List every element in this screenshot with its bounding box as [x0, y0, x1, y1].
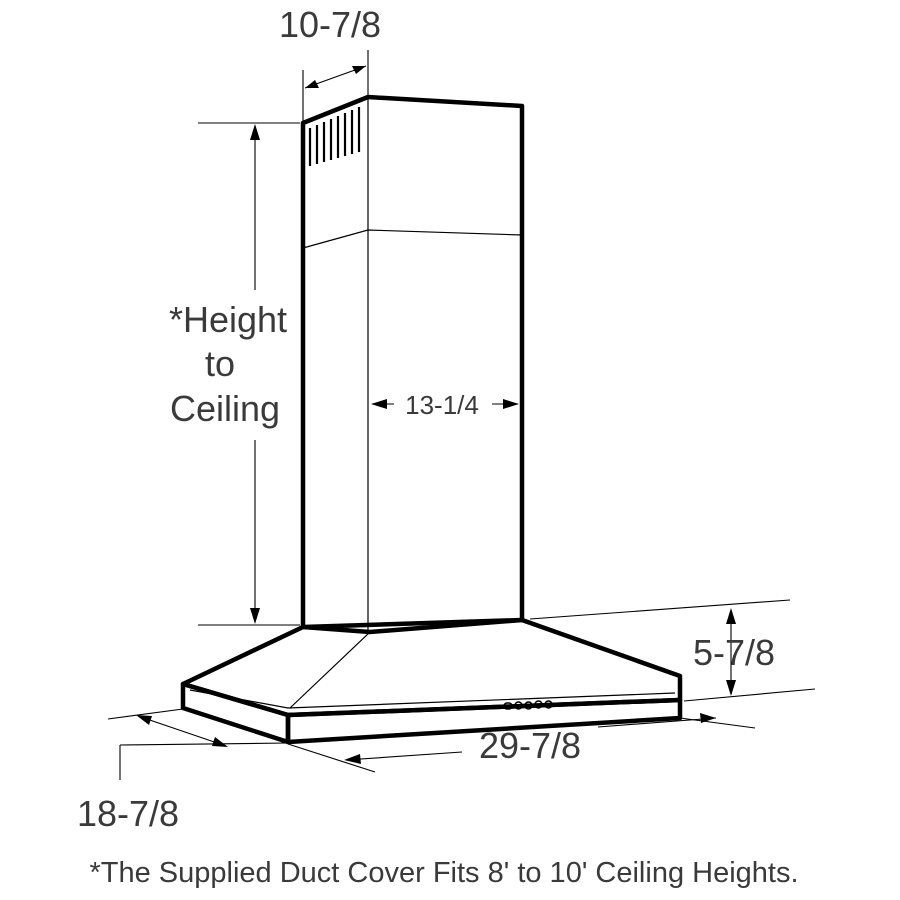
duct-width-label: 13-1/4 [405, 390, 479, 420]
hood-height-label: 5-7/8 [693, 632, 775, 673]
hood-width-dimension [287, 713, 756, 773]
canopy-ridge-left [289, 631, 371, 709]
duct-depth-label: 10-7/8 [279, 4, 381, 45]
duct-cover [300, 94, 525, 635]
height-to-ceiling-label-line3: Ceiling [170, 388, 280, 429]
height-to-ceiling-label-line2: to [205, 343, 235, 384]
hood-canopy [180, 617, 683, 745]
hood-depth-dimension [107, 708, 289, 780]
duct-cover-outline [300, 94, 525, 635]
control-buttons [503, 700, 553, 710]
hood-depth-label: 18-7/8 [77, 793, 179, 834]
duct-depth-dimension [302, 50, 369, 123]
canopy-ridge-top [369, 619, 523, 633]
canopy-inner-edge [189, 689, 676, 709]
hood-width-label: 29-7/8 [479, 725, 581, 766]
hood-height-dimension [529, 599, 816, 702]
duct-width-dimension [371, 399, 519, 409]
canopy-side-band [180, 681, 291, 745]
height-to-ceiling-dimension [198, 122, 300, 626]
footnote: *The Supplied Duct Cover Fits 8' to 10' … [89, 857, 798, 889]
height-to-ceiling-label-line1: *Height [169, 299, 287, 340]
vent-louvers [308, 107, 361, 166]
duct-cover-seam [302, 229, 523, 249]
